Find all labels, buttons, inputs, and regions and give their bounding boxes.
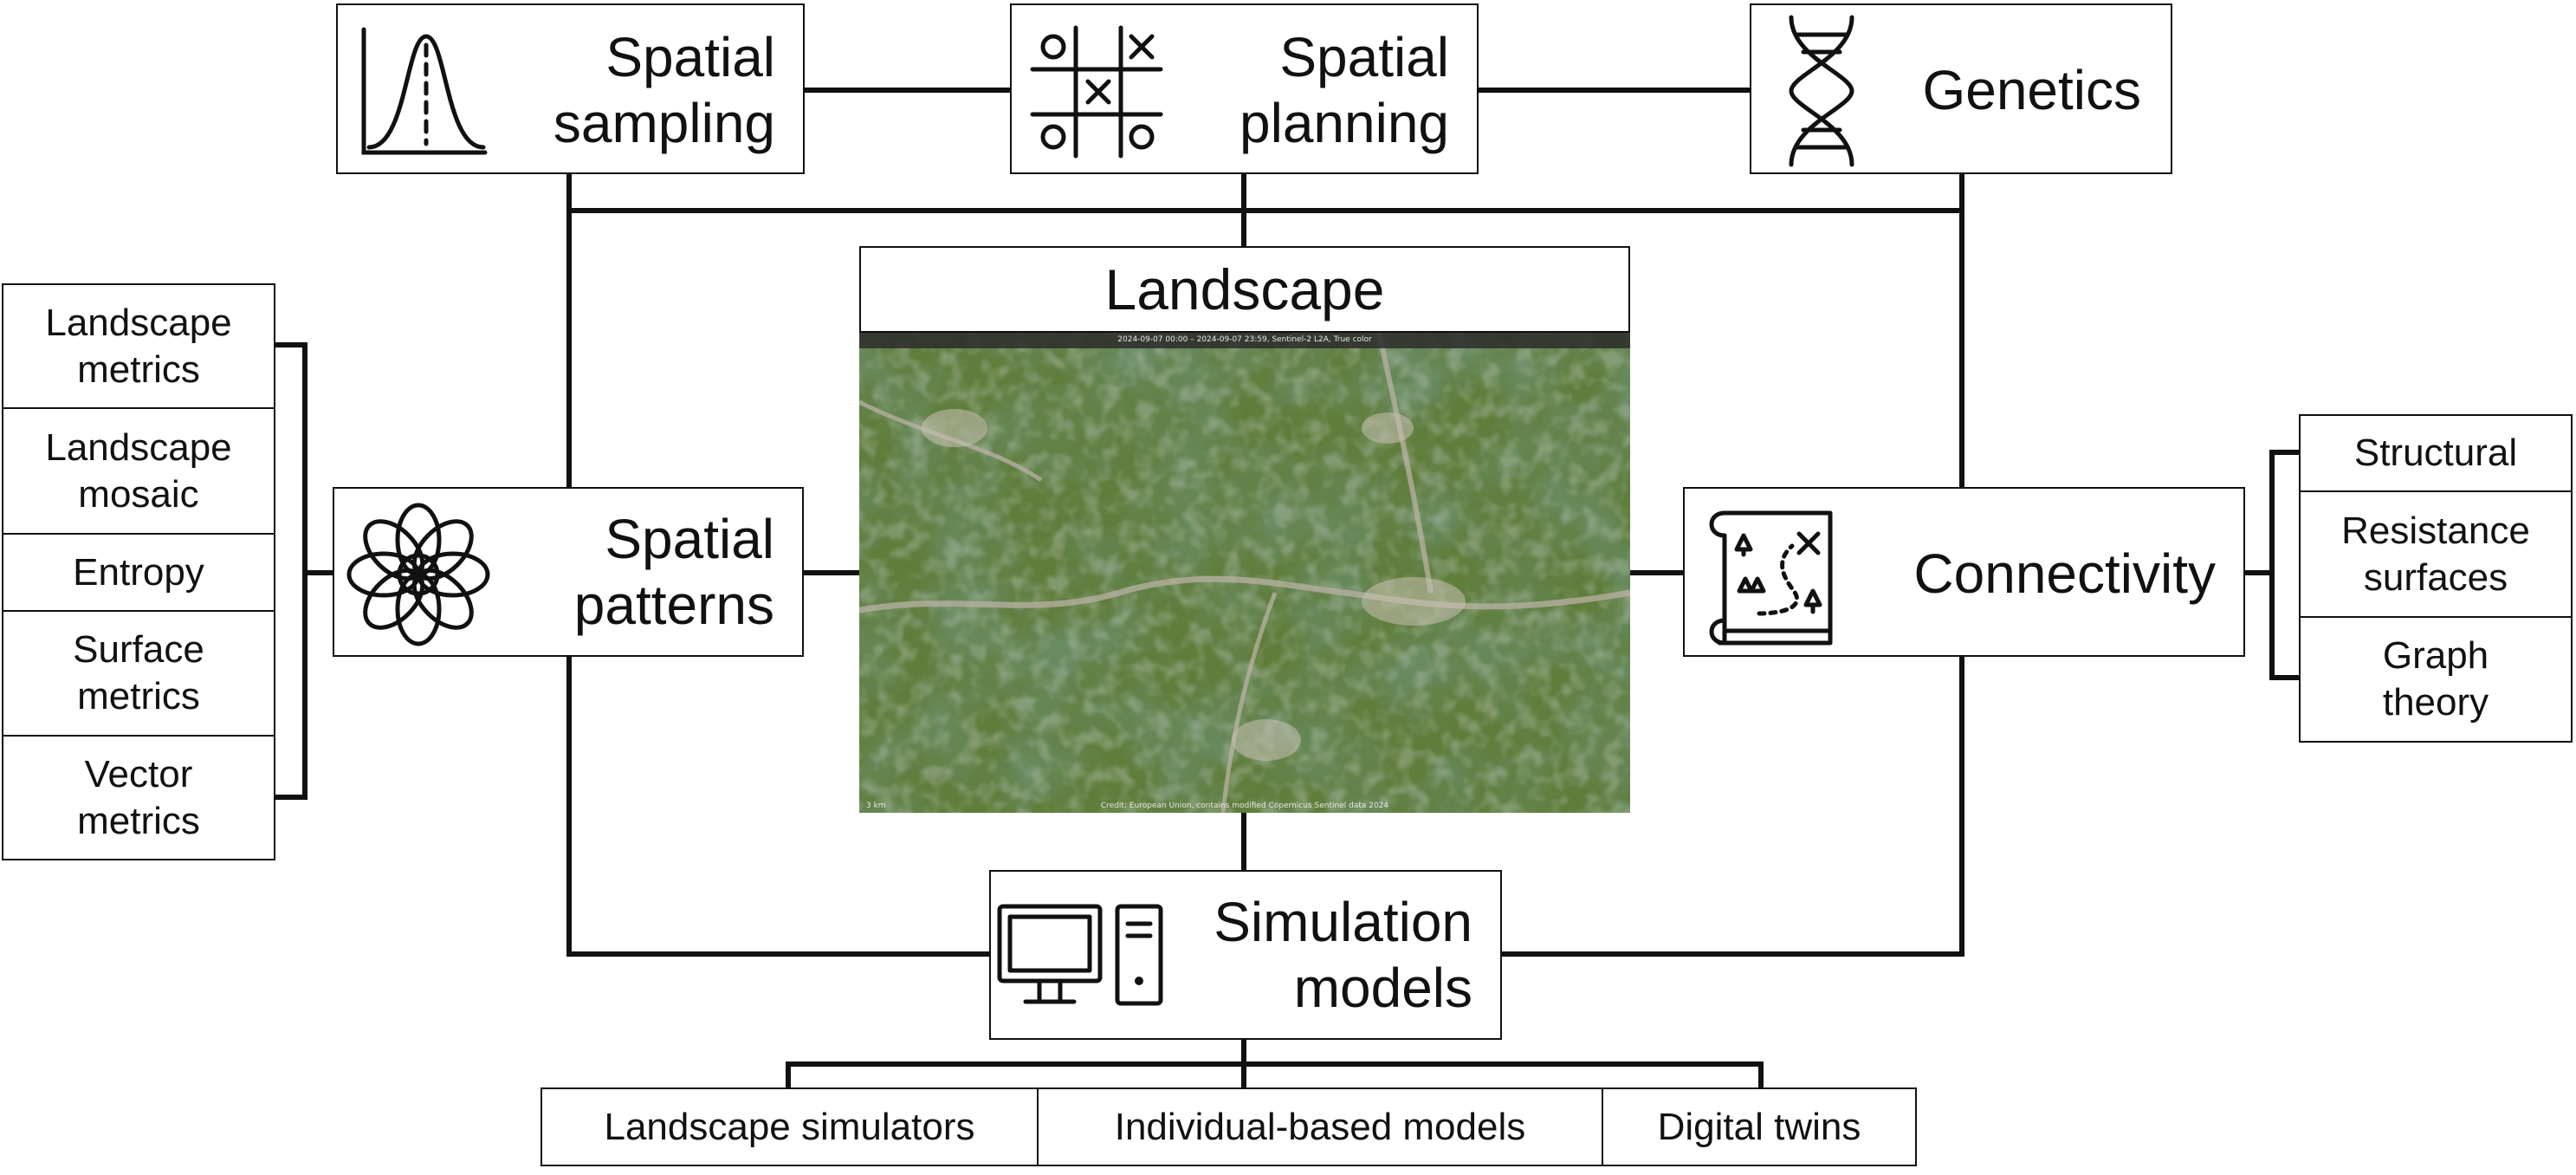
flower-pattern-icon bbox=[346, 503, 490, 646]
bracket-pattern-metrics bbox=[273, 342, 307, 800]
node-spatial-sampling: Spatial sampling bbox=[336, 3, 805, 174]
simulation-digital-twins: Digital twins bbox=[1602, 1087, 1917, 1166]
satellite-caption-bottom: Credit: European Union, contains modifie… bbox=[1100, 802, 1389, 810]
node-connectivity: Connectivity bbox=[1683, 487, 2245, 657]
spatial-patterns-label: Spatial patterns bbox=[573, 508, 774, 636]
bell-curve-icon bbox=[361, 27, 488, 155]
simulation-models-label: Simulation models bbox=[1214, 891, 1472, 1019]
node-spatial-planning: Spatial planning bbox=[1010, 3, 1479, 174]
node-spatial-patterns: Spatial patterns bbox=[333, 487, 804, 657]
connectivity-resistance-surfaces: Resistance surfaces bbox=[2299, 490, 2573, 618]
landscape-satellite-image: 2024-09-07 00:00 – 2024-09-07 23:59, Sen… bbox=[859, 333, 1630, 813]
metric-vector-metrics: Vector metrics bbox=[2, 735, 275, 860]
bracket-connectivity-types bbox=[2269, 450, 2301, 680]
satellite-terrain bbox=[859, 333, 1630, 813]
metric-entropy: Entropy bbox=[2, 533, 275, 612]
tic-tac-toe-icon bbox=[1030, 25, 1163, 159]
spatial-sampling-label: Spatial sampling bbox=[553, 26, 775, 154]
metric-surface-metrics: Surface metrics bbox=[2, 610, 275, 737]
connectivity-label: Connectivity bbox=[1913, 542, 2216, 605]
satellite-scale-label: 3 km bbox=[866, 802, 886, 810]
connectivity-graph-theory: Graph theory bbox=[2299, 616, 2573, 743]
treasure-map-icon bbox=[1709, 510, 1833, 646]
node-simulation-models: Simulation models bbox=[989, 870, 1502, 1040]
landscape-title: Landscape bbox=[859, 246, 1630, 333]
metric-landscape-metrics: Landscape metrics bbox=[2, 283, 275, 409]
metric-landscape-mosaic: Landscape mosaic bbox=[2, 407, 275, 535]
satellite-caption-top: 2024-09-07 00:00 – 2024-09-07 23:59, Sen… bbox=[1117, 335, 1372, 344]
node-genetics: Genetics bbox=[1750, 3, 2172, 174]
spatial-planning-label: Spatial planning bbox=[1239, 26, 1449, 154]
genetics-label: Genetics bbox=[1922, 59, 2141, 121]
computer-icon bbox=[997, 904, 1163, 1006]
dna-icon bbox=[1789, 15, 1854, 167]
simulation-individual-based-models: Individual-based models bbox=[1037, 1087, 1603, 1166]
connectivity-structural: Structural bbox=[2299, 414, 2573, 492]
simulation-landscape-simulators: Landscape simulators bbox=[540, 1087, 1039, 1166]
